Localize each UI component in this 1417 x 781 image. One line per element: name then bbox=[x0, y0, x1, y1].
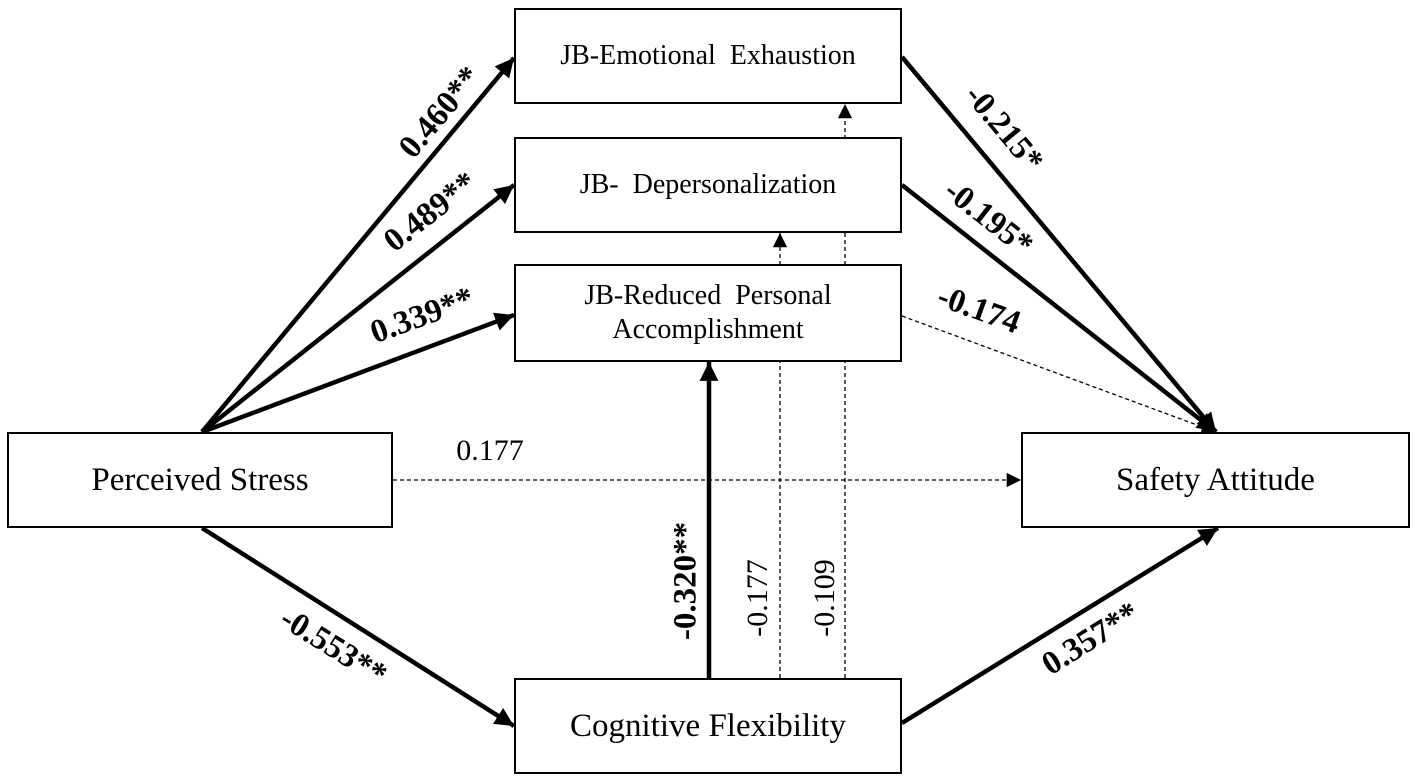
coef-cf-rpa: -0.320** bbox=[668, 522, 704, 640]
node-safety-attitude: Safety Attitude bbox=[1021, 432, 1410, 528]
arrow-dp-to-sa bbox=[900, 183, 1218, 434]
node-depersonalization: JB- Depersonalization bbox=[514, 137, 902, 233]
arrow-ee-to-sa bbox=[900, 55, 1218, 434]
coef-ps-sa: 0.177 bbox=[456, 434, 524, 467]
node-cognitive-flexibility-label: Cognitive Flexibility bbox=[570, 707, 846, 744]
arrow-ps-to-rpa bbox=[201, 312, 515, 435]
coef-cf-dp: -0.177 bbox=[741, 559, 774, 637]
node-depersonalization-label: JB- Depersonalization bbox=[579, 168, 837, 200]
node-reduced-accomplishment-line1: JB-Reduced Personal bbox=[584, 279, 832, 311]
node-reduced-personal-accomplishment: JB-Reduced Personal Accomplishment bbox=[514, 264, 902, 362]
arrow-ps-to-ee bbox=[200, 56, 516, 434]
node-safety-attitude-label: Safety Attitude bbox=[1116, 461, 1315, 498]
node-emotional-exhaustion: JB-Emotional Exhaustion bbox=[514, 8, 902, 104]
node-perceived-stress-label: Perceived Stress bbox=[91, 461, 309, 498]
coef-ps-dp: 0.489** bbox=[377, 165, 484, 259]
arrow-cf-to-sa bbox=[900, 526, 1220, 725]
node-cognitive-flexibility: Cognitive Flexibility bbox=[514, 678, 902, 774]
node-reduced-accomplishment-line2: Accomplishment bbox=[612, 314, 804, 345]
coef-rpa-sa: -0.174 bbox=[933, 278, 1025, 341]
node-emotional-exhaustion-label: JB-Emotional Exhaustion bbox=[560, 39, 856, 71]
arrow-ps-to-dp bbox=[200, 183, 516, 434]
node-perceived-stress: Perceived Stress bbox=[7, 432, 393, 528]
coef-ee-sa: -0.215* bbox=[957, 78, 1050, 179]
coef-ps-cf: -0.553** bbox=[274, 600, 393, 693]
arrow-ps-to-cf bbox=[200, 526, 516, 728]
coef-dp-sa: -0.195* bbox=[937, 173, 1039, 264]
coef-cf-ee: -0.109 bbox=[808, 559, 841, 637]
